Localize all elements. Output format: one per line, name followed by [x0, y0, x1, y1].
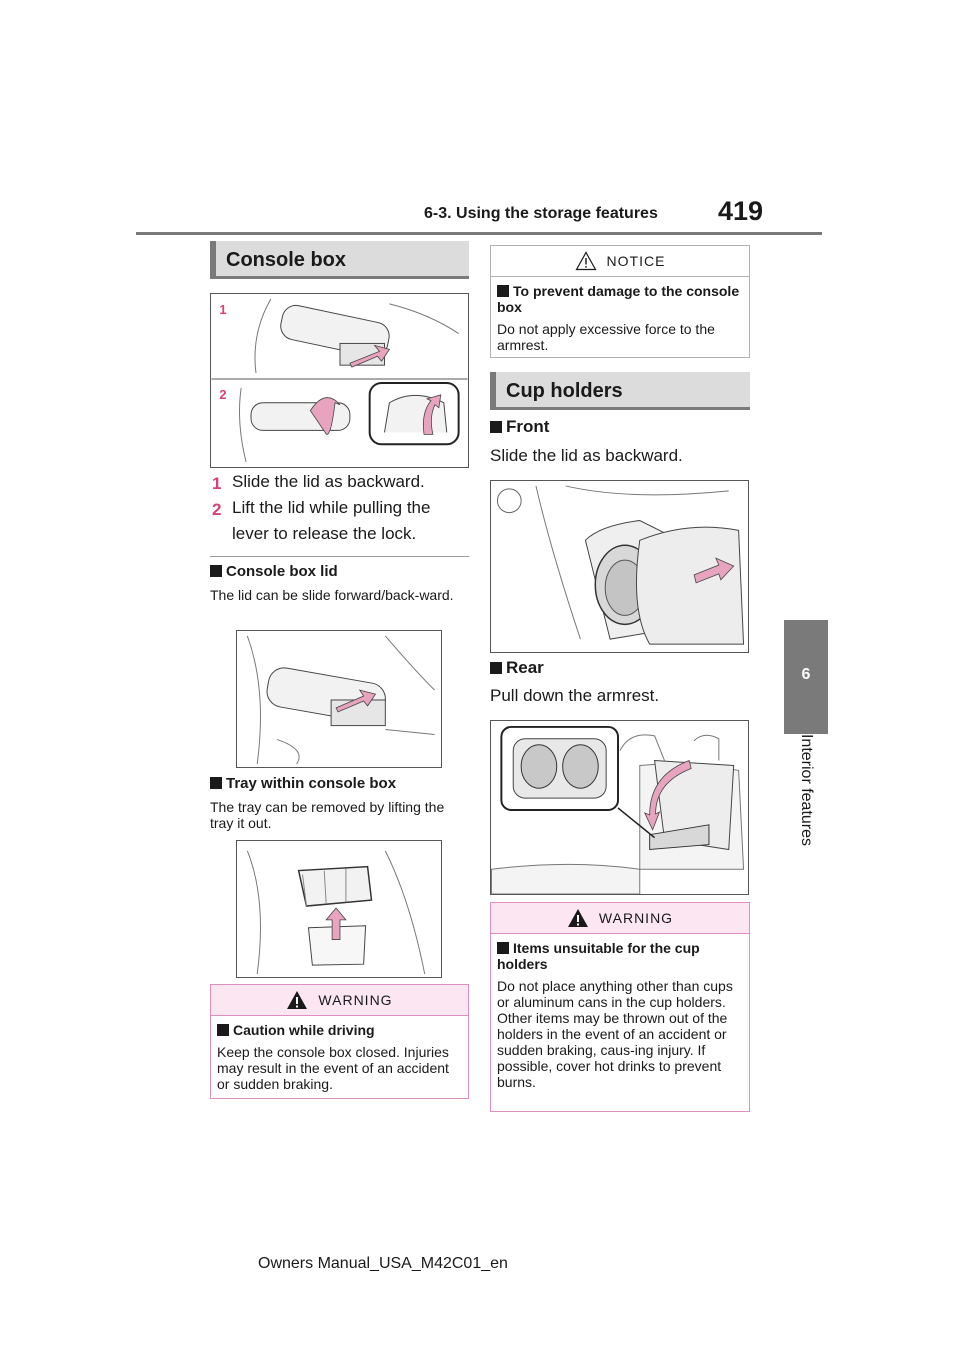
figure-label-2: 2	[219, 387, 226, 402]
square-bullet-icon	[497, 285, 509, 297]
console-box-illustration: 1 2	[211, 298, 468, 463]
console-lid-figure	[236, 630, 442, 768]
warning-triangle-icon	[567, 909, 588, 927]
warning-subheading: Caution while driving	[217, 1022, 462, 1038]
tray-figure	[236, 840, 442, 978]
warning-subheading: Items unsuitable for the cup holders	[497, 940, 700, 972]
notice-text: Do not apply excessive force to the armr…	[497, 321, 715, 353]
rear-text: Pull down the armrest.	[490, 686, 660, 705]
section-title: 6-3. Using the storage features	[424, 205, 658, 222]
rear-cup-holder-illustration	[491, 725, 745, 894]
footer-text: Owners Manual_USA_M42C01_en	[258, 1255, 508, 1272]
tray-illustration	[246, 850, 426, 975]
square-bullet-icon	[497, 942, 509, 954]
step-text-1: Slide the lid as backward.	[232, 472, 425, 491]
step-number-2: 2	[212, 500, 222, 519]
console-box-lid-heading: Console box lid	[210, 563, 338, 580]
notice-header: NOTICE	[491, 246, 749, 277]
caution-triangle-icon	[575, 251, 597, 271]
tray-heading: Tray within console box	[210, 775, 396, 792]
warning-triangle-icon	[287, 991, 308, 1009]
rear-cup-holder-figure	[490, 720, 749, 895]
page-number: 419	[718, 196, 764, 226]
chapter-tab	[784, 620, 828, 734]
console-box-lid-text: The lid can be slide forward/back-ward.	[210, 587, 454, 603]
header-rule	[136, 232, 822, 235]
front-cup-holder-illustration	[496, 485, 745, 645]
warning-header: WARNING	[211, 985, 468, 1016]
notice-subheading: To prevent damage to the console box	[497, 283, 740, 315]
front-cup-holder-figure	[490, 480, 749, 653]
warning-box-console: WARNING Caution while driving Keep the c…	[210, 984, 469, 1099]
console-box-figure: 1 2	[210, 293, 469, 468]
warning-box-cup-holders: WARNING Items unsuitable for the cup hol…	[490, 902, 750, 1112]
square-bullet-icon	[210, 565, 222, 577]
figure-label-1: 1	[219, 302, 226, 317]
front-text: Slide the lid as backward.	[490, 446, 683, 465]
warning-text: Keep the console box closed. Injuries ma…	[217, 1044, 449, 1092]
cup-holders-heading: Cup holders	[490, 372, 750, 410]
notice-box: NOTICE To prevent damage to the console …	[490, 245, 750, 358]
square-bullet-icon	[217, 1024, 229, 1036]
tray-text: The tray can be removed by lifting the t…	[210, 799, 445, 831]
square-bullet-icon	[210, 777, 222, 789]
chapter-number: 6	[801, 666, 811, 683]
divider	[210, 556, 469, 557]
front-heading: Front	[490, 417, 549, 437]
square-bullet-icon	[490, 421, 502, 433]
chapter-label: Interior features	[798, 733, 815, 847]
step-number-1: 1	[212, 474, 222, 493]
step-text-2: Lift the lid while pulling the lever to …	[232, 498, 431, 543]
console-box-heading: Console box	[210, 241, 469, 279]
square-bullet-icon	[490, 662, 502, 674]
warning-header: WARNING	[491, 903, 749, 934]
rear-heading: Rear	[490, 658, 544, 678]
console-lid-illustration	[246, 635, 435, 765]
warning-text: Do not place anything other than cups or…	[497, 978, 733, 1090]
